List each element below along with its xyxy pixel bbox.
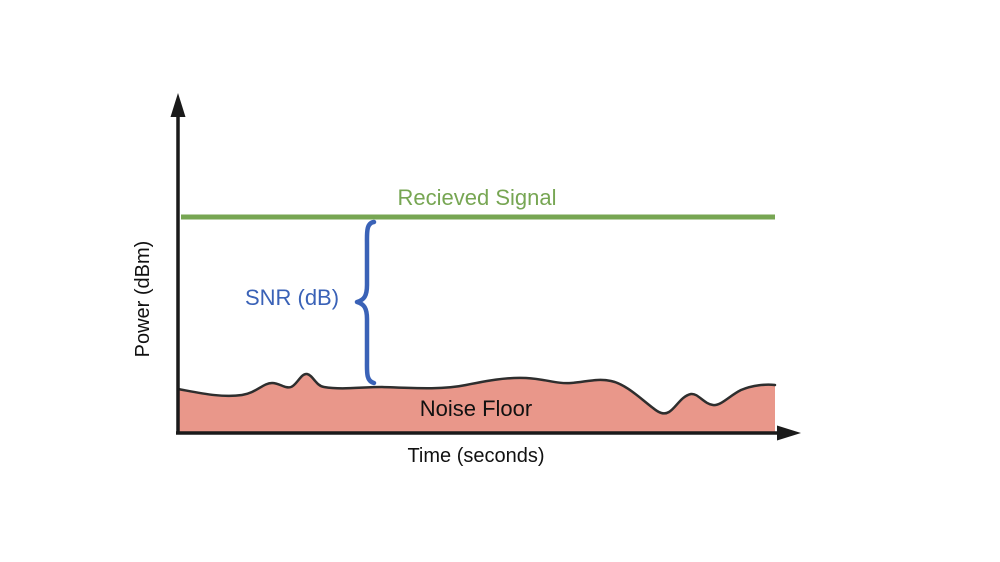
x-axis-arrowhead (777, 425, 801, 441)
noise-floor-waveform (176, 372, 777, 415)
y-axis-arrowhead (170, 93, 186, 117)
received-signal-label: Recieved Signal (398, 185, 557, 210)
y-axis-label: Power (dBm) (132, 241, 154, 358)
x-axis-label: Time (seconds) (407, 445, 544, 467)
snr-brace (354, 219, 377, 386)
snr-label: SNR (dB) (245, 285, 339, 310)
noise-floor-label: Noise Floor (420, 396, 532, 421)
